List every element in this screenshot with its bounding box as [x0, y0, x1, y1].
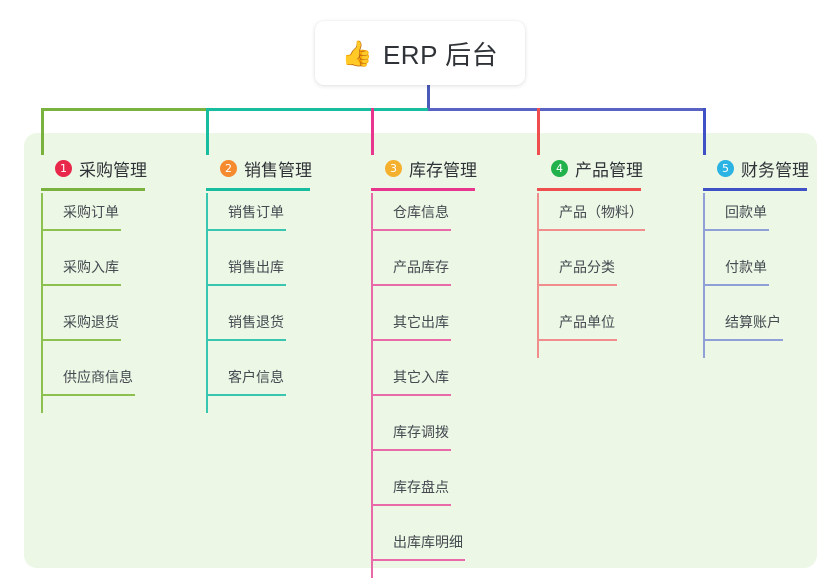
leaf-node-label: 产品库存	[393, 259, 449, 275]
leaf-node-label: 库存调拨	[393, 424, 449, 440]
leaf-node-label: 出库库明细	[393, 534, 463, 550]
branch-header-label: 销售管理	[244, 160, 312, 180]
branch-column-2: 2 销售管理销售订单销售出库销售退货客户信息	[206, 155, 312, 413]
leaf-node-underline	[705, 284, 769, 286]
leaf-node-underline	[373, 449, 451, 451]
branch-number-badge: 3	[385, 159, 402, 177]
branch-drop-2	[206, 108, 209, 155]
branch-drop-4	[537, 108, 540, 155]
root-node[interactable]: 👍 ERP 后台	[315, 21, 525, 85]
leaf-node-label: 供应商信息	[63, 369, 133, 385]
leaf-node-underline	[208, 229, 286, 231]
leaf-node-underline	[705, 339, 783, 341]
leaf-node-underline	[208, 394, 286, 396]
leaf-node-underline	[43, 229, 121, 231]
branch-header-underline	[206, 188, 310, 191]
leaf-node-underline	[43, 284, 121, 286]
branch-number-badge: 2	[220, 159, 237, 177]
leaf-node-label: 结算账户	[725, 314, 781, 330]
branch-header-label: 财务管理	[741, 160, 809, 180]
leaf-node-label: 库存盘点	[393, 479, 449, 495]
branch-spine	[371, 193, 373, 578]
branch-header-5[interactable]: 5 财务管理	[703, 155, 809, 191]
branch-spine	[206, 193, 208, 413]
branch-header-1[interactable]: 1 采购管理	[41, 155, 147, 191]
leaf-node-label: 其它入库	[393, 369, 449, 385]
leaf-node-label: 采购订单	[63, 204, 119, 220]
leaf-node-underline	[373, 504, 451, 506]
distribution-bar-middle	[206, 108, 429, 111]
leaf-node-label: 销售出库	[228, 259, 284, 275]
leaf-node-label: 回款单	[725, 204, 767, 220]
diagram-panel-background	[24, 133, 817, 568]
branch-header-2[interactable]: 2 销售管理	[206, 155, 312, 191]
branch-column-1: 1 采购管理采购订单采购入库采购退货供应商信息	[41, 155, 147, 413]
leaf-node-underline	[373, 284, 451, 286]
leaf-node-label: 产品分类	[559, 259, 615, 275]
branch-spine	[537, 193, 539, 358]
leaf-node-label: 产品（物料）	[559, 204, 643, 220]
leaf-node-underline	[43, 339, 121, 341]
branch-drop-5	[703, 108, 706, 155]
branch-header-underline	[703, 188, 807, 191]
branch-header-4[interactable]: 4 产品管理	[537, 155, 643, 191]
branch-drop-3	[371, 108, 374, 155]
branch-drop-1	[41, 108, 44, 155]
leaf-node-underline	[373, 559, 465, 561]
branch-header-label: 产品管理	[575, 160, 643, 180]
leaf-node-underline	[539, 284, 617, 286]
leaf-node-underline	[373, 394, 451, 396]
branch-spine	[703, 193, 705, 358]
leaf-node-label: 客户信息	[228, 369, 284, 385]
branch-column-3: 3 库存管理仓库信息产品库存其它出库其它入库库存调拨库存盘点出库库明细	[371, 155, 477, 578]
leaf-node-underline	[208, 284, 286, 286]
leaf-node-label: 付款单	[725, 259, 767, 275]
distribution-bar-right	[428, 108, 706, 111]
leaf-node-label: 其它出库	[393, 314, 449, 330]
distribution-bar-left	[41, 108, 208, 111]
branch-number-badge: 1	[55, 159, 72, 177]
leaf-node-label: 仓库信息	[393, 204, 449, 220]
leaf-node-underline	[43, 394, 135, 396]
branch-column-5: 5 财务管理回款单付款单结算账户	[703, 155, 809, 358]
branch-header-3[interactable]: 3 库存管理	[371, 155, 477, 191]
root-trunk-connector	[427, 85, 430, 110]
leaf-node-label: 采购入库	[63, 259, 119, 275]
branch-number-badge: 4	[551, 159, 568, 177]
leaf-node-underline	[373, 229, 451, 231]
branch-number-badge: 5	[717, 159, 734, 177]
leaf-node-label: 销售订单	[228, 204, 284, 220]
leaf-node-underline	[705, 229, 769, 231]
leaf-node-label: 销售退货	[228, 314, 284, 330]
leaf-node-label: 产品单位	[559, 314, 615, 330]
thumbs-up-icon: 👍	[341, 38, 373, 68]
branch-header-underline	[537, 188, 641, 191]
root-node-label: ERP 后台	[382, 39, 499, 70]
leaf-node-underline	[539, 229, 645, 231]
branch-header-label: 库存管理	[409, 160, 477, 180]
branch-column-4: 4 产品管理产品（物料） 产品分类产品单位	[537, 155, 645, 358]
branch-header-label: 采购管理	[79, 160, 147, 180]
leaf-node-underline	[373, 339, 451, 341]
leaf-node-label: 采购退货	[63, 314, 119, 330]
branch-spine	[41, 193, 43, 413]
leaf-node-underline	[208, 339, 286, 341]
branch-header-underline	[41, 188, 145, 191]
leaf-node-underline	[539, 339, 617, 341]
branch-header-underline	[371, 188, 475, 191]
